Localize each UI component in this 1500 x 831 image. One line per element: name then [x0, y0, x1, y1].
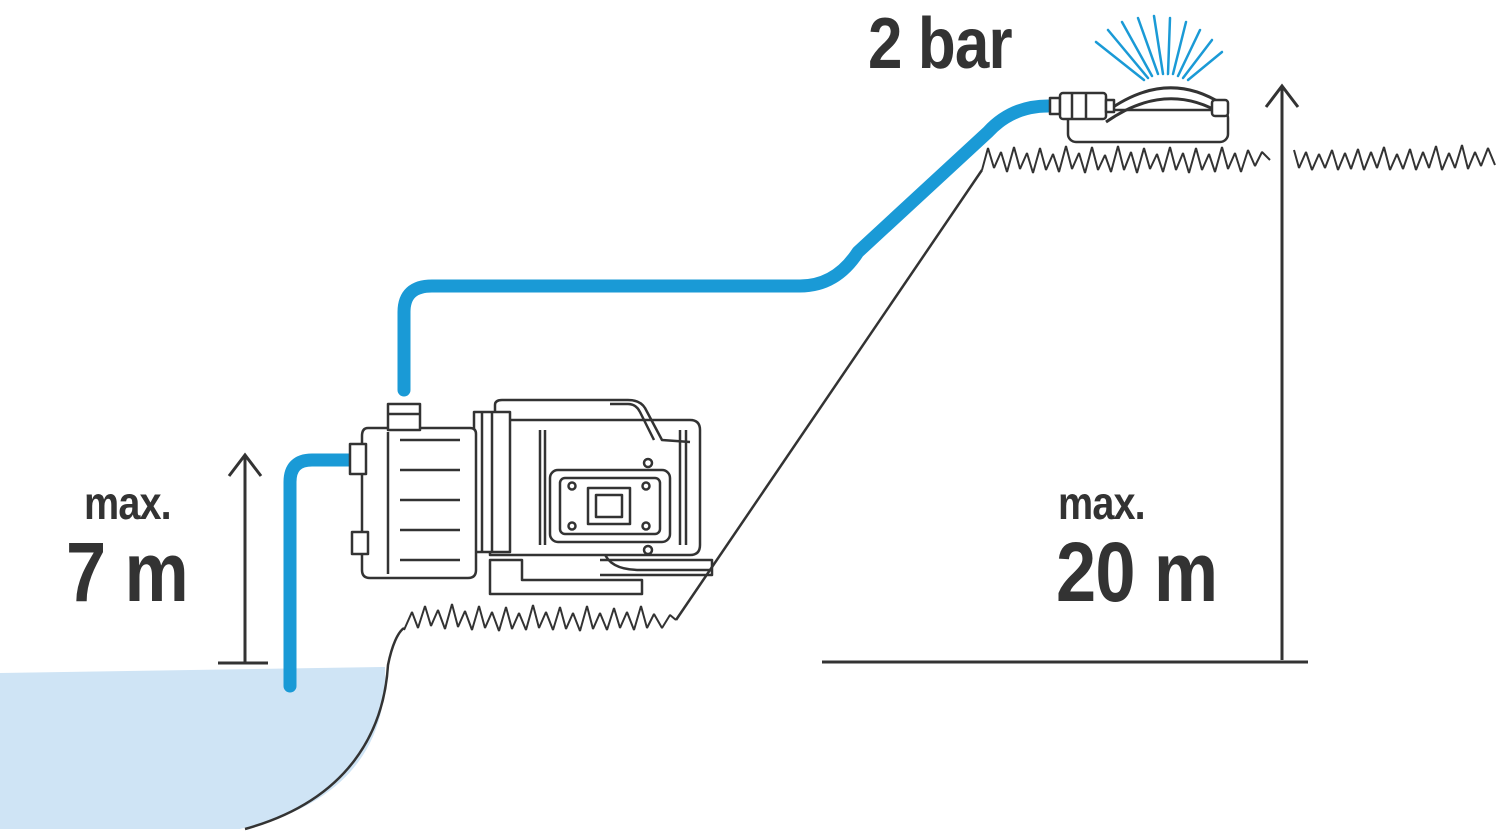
delivery-hose	[397, 99, 1055, 397]
water-pond	[0, 667, 386, 829]
garden-pump	[348, 398, 714, 596]
delivery-height-arrow	[822, 83, 1308, 664]
suction-height-label: 7 m	[66, 525, 189, 619]
sprinkler	[1048, 86, 1230, 144]
spray-jets	[1094, 14, 1224, 82]
slope-line	[674, 169, 984, 621]
suction-height-arrow	[218, 452, 268, 665]
grass-lower	[403, 603, 677, 632]
grass-upper	[981, 145, 1271, 174]
suction-max-label: max.	[84, 477, 172, 529]
grass-right	[1293, 144, 1496, 171]
pond-bank-line	[244, 626, 405, 831]
delivery-height-label: 20 m	[1056, 525, 1218, 619]
delivery-max-label: max.	[1058, 477, 1146, 529]
pressure-label: 2 bar	[868, 4, 1013, 84]
suction-hose	[283, 453, 361, 693]
